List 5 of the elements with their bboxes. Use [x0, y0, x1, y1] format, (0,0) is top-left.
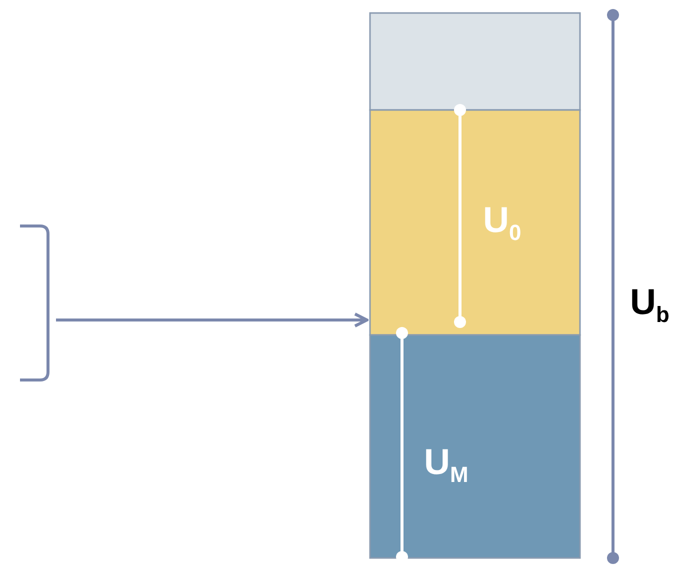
dimension-label: U$_{b}$: [630, 282, 670, 329]
dimension-label: U$_{0}$: [483, 200, 522, 247]
stacked-bar: [369, 12, 581, 559]
arrow: [56, 312, 368, 328]
dimension-label: U$_{M}$: [424, 442, 468, 489]
